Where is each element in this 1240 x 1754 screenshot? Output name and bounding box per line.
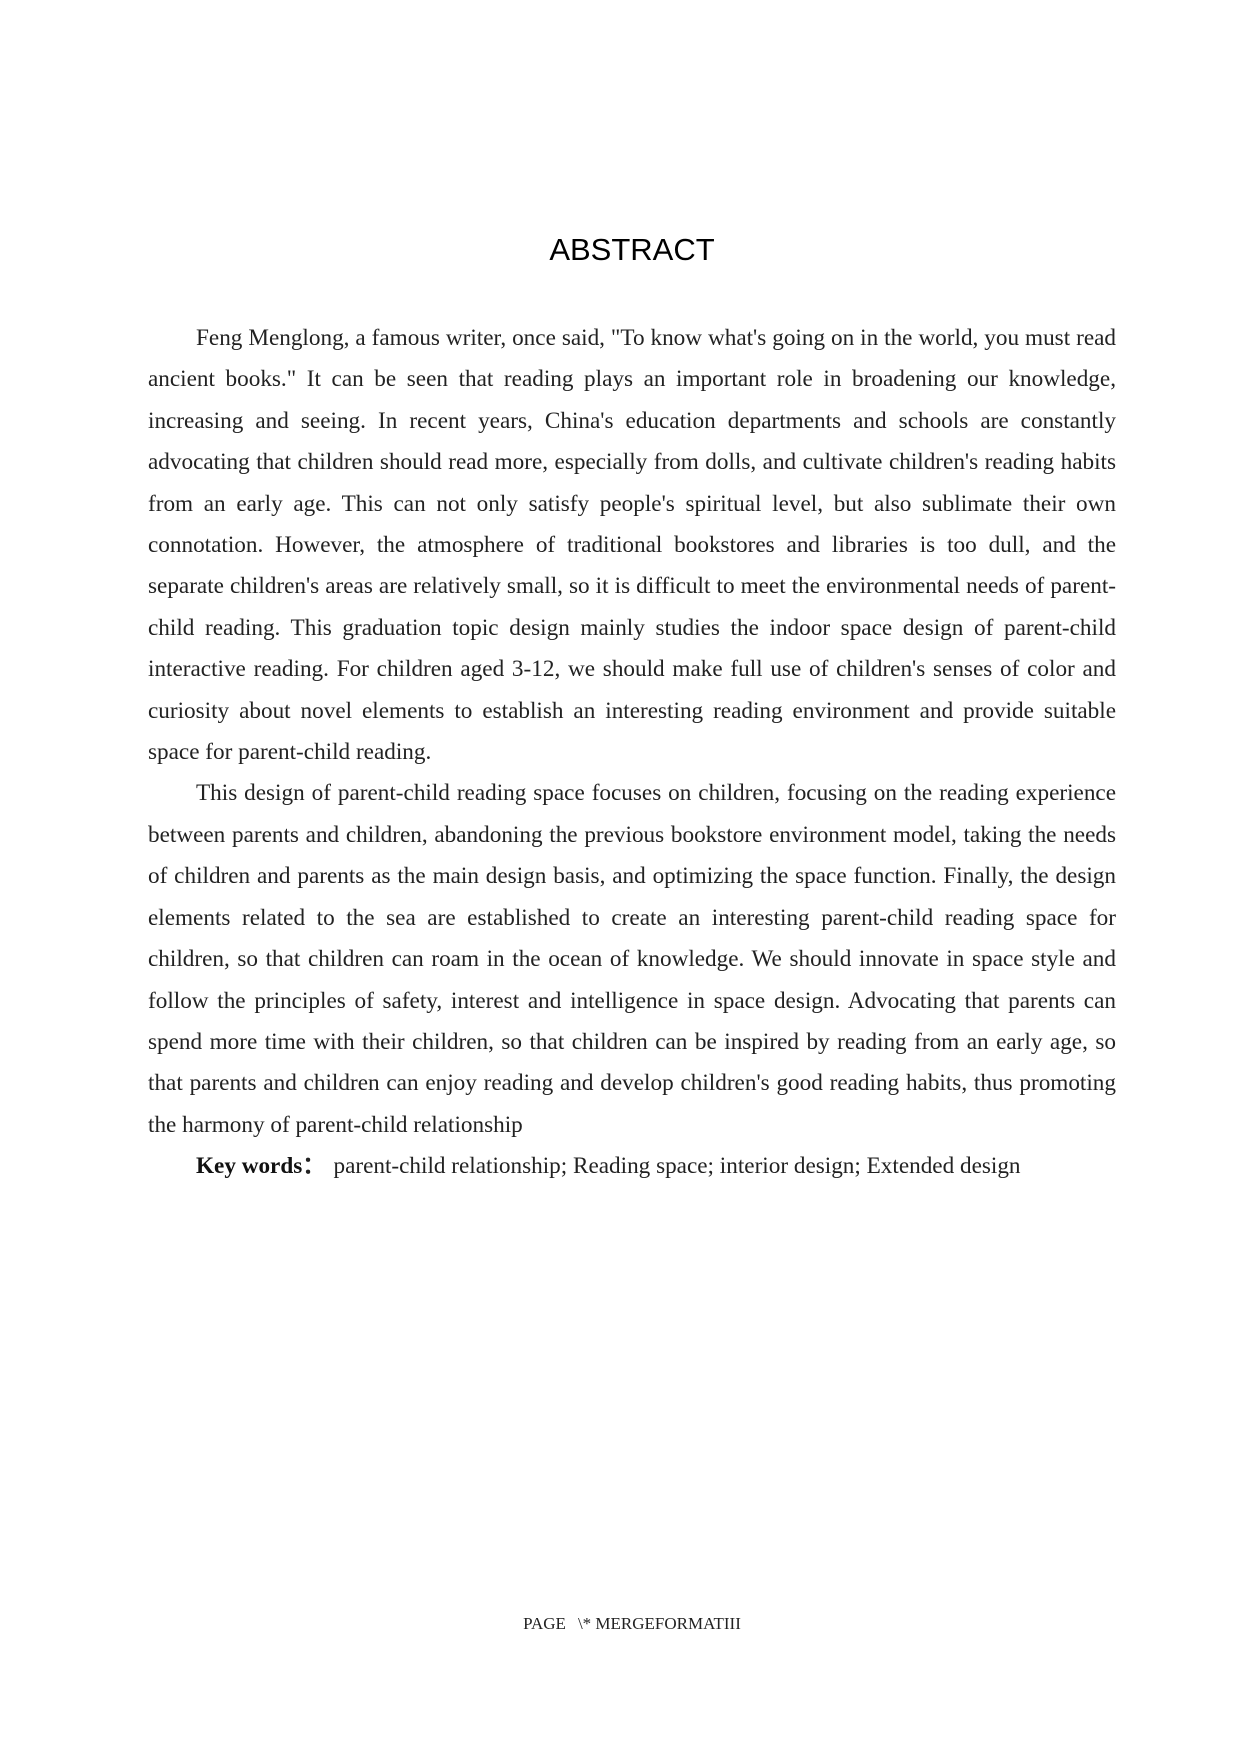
keywords-value: parent-child relationship; Reading space… [333,1153,1021,1180]
footer-field-switch: \* MERGEFORMAT [577,1614,724,1633]
keywords-line: Key words： parent-child relationship; Rea… [148,1146,1116,1187]
abstract-paragraph-2: This design of parent-child reading spac… [148,780,1116,1138]
abstract-title: ABSTRACT [549,232,715,267]
abstract-paragraph-1: Feng Menglong, a famous writer, once sai… [148,325,1116,766]
keywords-label: Key words [196,1153,303,1180]
abstract-body: Feng Menglong, a famous writer, once sai… [148,318,1116,1188]
keywords-separator: ： [302,1153,326,1180]
page-footer: PAGE \* MERGEFORMATIII [0,1614,1240,1634]
footer-page-number: III [723,1614,741,1633]
footer-field-code: PAGE [523,1614,566,1633]
